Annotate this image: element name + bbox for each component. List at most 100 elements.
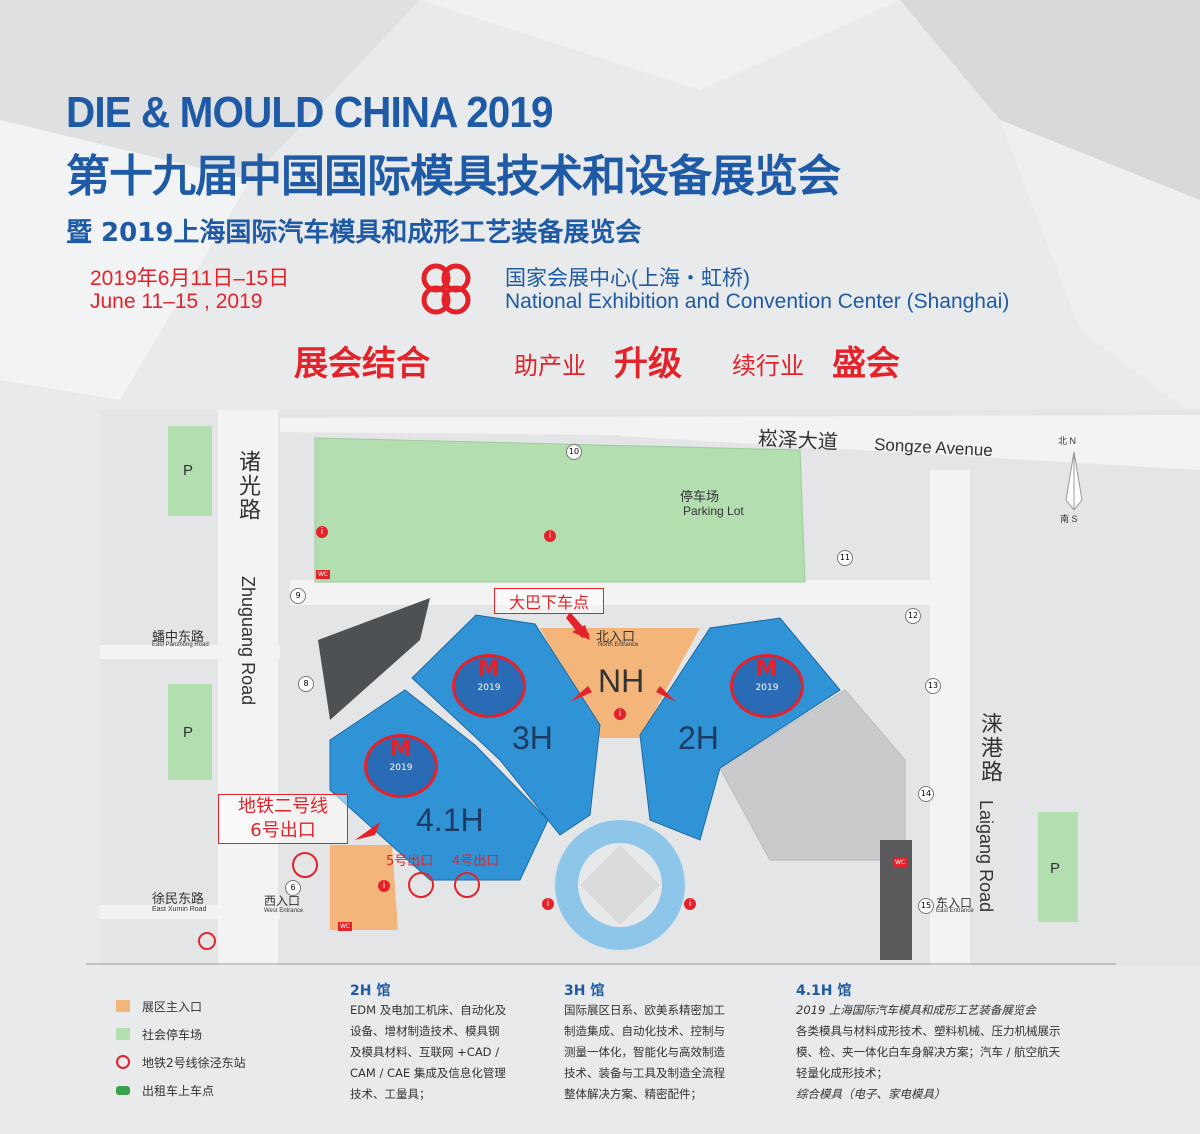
date-english: June 11–15 , 2019 <box>90 290 263 313</box>
parking-area-p3 <box>1038 812 1078 922</box>
hall-desc-line: 各类模具与材料成形技术、塑料机械、压力机械展示 <box>796 1024 1061 1038</box>
date-chinese: 2019年6月11日–15日 <box>90 267 290 290</box>
taxi-icon <box>116 1085 130 1095</box>
gate-number: 14 <box>918 786 934 802</box>
legend-label: 出租车上车点 <box>142 1083 215 1098</box>
legend-item: 地铁2号线徐泾东站 <box>116 1048 246 1076</box>
compass-icon <box>1065 451 1083 511</box>
gate-number: 15 <box>918 898 934 914</box>
hall-desc-line: EDM 及电加工机床、自动化及 <box>350 1003 507 1017</box>
entrance-swatch <box>116 1000 130 1012</box>
parking-p-label: P <box>1050 860 1061 877</box>
metro-icon <box>454 872 480 898</box>
legend-label: 社会停车场 <box>142 1027 203 1042</box>
info-icon: i <box>378 880 390 892</box>
road-west-cn: 诸光路 <box>236 450 261 522</box>
slogan-2b: 升级 <box>614 344 682 384</box>
hall-title: 3H 馆 <box>564 983 605 999</box>
west-entrance-cn: 西入口 <box>264 894 301 908</box>
legend-label: 展区主入口 <box>142 999 203 1014</box>
venue-logo-icon <box>421 263 471 315</box>
wc-icon: WC <box>338 922 352 931</box>
info-icon: i <box>316 526 328 538</box>
gate-number: 12 <box>905 608 921 624</box>
info-icon: i <box>544 530 556 542</box>
slogan-3a: 续行业 <box>732 352 804 380</box>
hall-2h-description: 2H 馆 EDM 及电加工机床、自动化及 设备、增材制造技术、模具钢 及模具材料… <box>350 980 540 1105</box>
legend-item: 展区主入口 <box>116 992 246 1020</box>
parking-lot-north <box>314 437 806 583</box>
hall-title: 4.1H 馆 <box>796 983 852 999</box>
north-entrance-cn: 北入口 <box>596 629 636 644</box>
hall-desc-line: 设备、增材制造技术、模具钢 <box>350 1024 500 1038</box>
gate-number: 11 <box>837 550 853 566</box>
exit5-label: 5号出口 <box>386 854 434 869</box>
hall-desc-line: CAM / CAE 集成及信息化管理 <box>350 1066 506 1080</box>
metro-icon <box>408 872 434 898</box>
road-east-cn: 涞港路 <box>978 712 1003 784</box>
road-panzhong-en: East Panzhong Road <box>152 642 209 648</box>
gate-number: 8 <box>298 676 314 692</box>
hall-nh-label: NH <box>598 663 645 699</box>
hall-desc-line: 技术、工量具； <box>350 1087 431 1101</box>
hall-41h-label: 4.1H <box>416 802 484 838</box>
hall-desc-line: 2019 上海国际汽车模具和成形工艺装备展览会 <box>796 1003 1036 1017</box>
die-mould-logo: M 2019 <box>364 734 438 798</box>
hall-41h-description: 4.1H 馆 2019 上海国际汽车模具和成形工艺装备展览会 各类模具与材料成形… <box>796 980 1136 1105</box>
road-west-en: Zhuguang Road <box>238 576 258 706</box>
hall-desc-line: 整体解决方案、精密配件； <box>564 1087 702 1101</box>
parking-p-label: P <box>183 462 194 479</box>
bus-drop-label: 大巴下车点 <box>494 588 604 614</box>
slogan-2a: 助产业 <box>514 352 586 380</box>
hall-desc-line: 测量一体化，智能化与高效制造 <box>564 1045 725 1059</box>
parking-area-p2 <box>168 684 212 780</box>
east-entrance-cn: 东入口 <box>936 896 973 910</box>
hall-desc-line: 模、检、夹一体化白车身解决方案；汽车 / 航空航天 <box>796 1045 1061 1059</box>
info-icon: i <box>684 898 696 910</box>
slogan-3b: 盛会 <box>832 344 900 384</box>
die-mould-logo: M 2019 <box>730 654 804 718</box>
hall-2h-label: 2H <box>678 720 719 756</box>
metro-icon <box>292 852 318 878</box>
hall-desc-line: 综合模具（电子、家电模具） <box>796 1087 946 1101</box>
compass-south: 南 S <box>1060 514 1078 524</box>
parking-p-label: P <box>183 724 194 741</box>
wc-icon: WC <box>893 858 907 867</box>
legend: 展区主入口 社会停车场 地铁2号线徐泾东站 出租车上车点 <box>116 992 246 1104</box>
road-xumin-en: East Xumin Road <box>152 906 207 913</box>
hall-desc-line: 及模具材料、互联网 +CAD / <box>350 1045 500 1059</box>
info-icon: i <box>542 898 554 910</box>
parking-label-cn: 停车场 <box>680 489 720 504</box>
west-entrance-area <box>330 845 398 930</box>
hall-title: 2H 馆 <box>350 983 391 999</box>
venue-english: National Exhibition and Convention Cente… <box>505 290 1010 313</box>
metro-icon <box>198 932 216 950</box>
subtitle-chinese: 暨 2019上海国际汽车模具和成形工艺装备展览会 <box>66 218 642 248</box>
hall-desc-line: 技术、装备与工具及制造全流程 <box>564 1066 725 1080</box>
parking-area-p1 <box>168 426 212 516</box>
die-mould-logo: M 2019 <box>452 654 526 718</box>
metro-exit6-label: 6号出口 <box>250 820 316 841</box>
gate-number: 6 <box>285 880 301 896</box>
metro-icon <box>116 1055 130 1069</box>
north-entrance-area <box>540 628 700 738</box>
metro-line-label: 地铁二号线 <box>238 796 328 817</box>
road-north-cn: 崧泽大道 <box>757 427 839 455</box>
metro-exit-box: 地铁二号线 6号出口 <box>218 794 348 844</box>
exit4-label: 4号出口 <box>452 854 500 869</box>
gate-number: 9 <box>290 588 306 604</box>
hall-desc-line: 国际展区日系、欧美系精密加工 <box>564 1003 725 1017</box>
wc-icon: WC <box>316 570 330 579</box>
east-entrance-en: East Entrance <box>936 908 974 914</box>
hall-3h-description: 3H 馆 国际展区日系、欧美系精密加工 制造集成、自动化技术、控制与 测量一体化… <box>564 980 774 1105</box>
west-entrance-en: West Entrance <box>264 908 304 914</box>
road-xumin-cn: 徐民东路 <box>152 891 205 906</box>
legend-label: 地铁2号线徐泾东站 <box>142 1055 246 1070</box>
venue-chinese: 国家会展中心(上海・虹桥) <box>505 267 750 290</box>
gate-number: 13 <box>925 678 941 694</box>
compass-north: 北 N <box>1058 436 1077 446</box>
parking-label-en: Parking Lot <box>683 504 744 518</box>
hall-desc-line: 轻量化成形技术； <box>796 1066 888 1080</box>
legend-item: 出租车上车点 <box>116 1076 246 1104</box>
north-entrance-en: North Entrance <box>598 642 639 648</box>
